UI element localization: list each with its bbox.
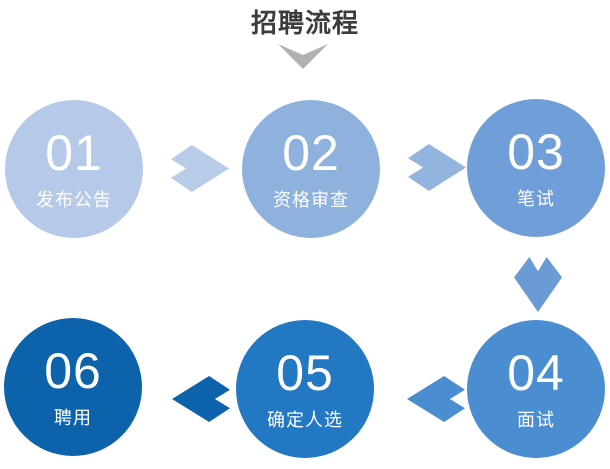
flow-arrow-left-icon (172, 376, 230, 422)
step-label: 面试 (517, 409, 555, 430)
step-number: 06 (44, 342, 102, 399)
step-circle-3: 03 笔试 (467, 99, 605, 237)
flow-arrow-right-icon (171, 145, 229, 192)
step-label: 资格审查 (273, 189, 349, 210)
step-number: 01 (45, 124, 103, 181)
flow-arrow-down-icon (514, 257, 562, 312)
chevron-down-icon (278, 44, 328, 69)
flow-arrow-left-icon (407, 376, 465, 422)
step-circle-4: 04 面试 (467, 320, 605, 458)
step-label: 发布公告 (36, 189, 112, 210)
step-circle-5: 05 确定人选 (236, 320, 374, 458)
step-circle-1: 01 发布公告 (5, 100, 143, 238)
step-number: 04 (507, 344, 565, 401)
step-number: 05 (276, 344, 334, 401)
page-title: 招聘流程 (250, 8, 359, 38)
step-circle-2: 02 资格审查 (242, 100, 380, 238)
flow-arrow-right-icon (408, 144, 466, 191)
step-number: 02 (282, 124, 340, 181)
step-label: 聘用 (54, 407, 92, 428)
step-label: 确定人选 (267, 409, 343, 430)
step-label: 笔试 (517, 188, 555, 209)
step-circle-6: 06 聘用 (4, 318, 142, 456)
step-number: 03 (507, 123, 565, 180)
